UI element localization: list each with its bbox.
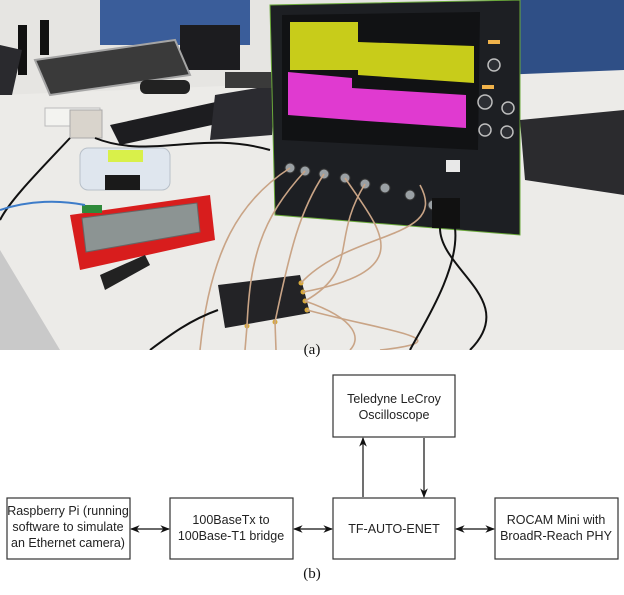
tray <box>225 72 275 88</box>
partition-window <box>180 25 240 70</box>
node-label-line: 100Base-T1 bridge <box>178 529 284 543</box>
keyboard <box>110 100 235 145</box>
laptop-left <box>0 45 22 95</box>
desk-shadow <box>0 250 60 350</box>
node-label-line: software to simulate <box>12 520 123 534</box>
rocam-screen <box>81 202 201 253</box>
block-diagram: Teledyne LeCroy Oscilloscope Raspberry P… <box>6 374 619 560</box>
trace-ch2-burst <box>288 72 352 120</box>
node-box <box>332 374 456 438</box>
trace-ch1-burst <box>290 22 358 70</box>
lab-setup-photo <box>0 0 624 350</box>
node-label-line: Oscilloscope <box>359 408 430 422</box>
green-pcb <box>82 205 102 213</box>
usb-dongle <box>432 198 460 228</box>
scope-knobs <box>477 58 515 139</box>
node-label-line: Raspberry Pi (running <box>7 504 129 518</box>
node-box <box>494 497 619 560</box>
node-rocam: ROCAM Mini with BroadR-Reach PHY <box>494 497 619 560</box>
scope-buttons <box>482 40 500 89</box>
case-handle-right <box>40 20 49 55</box>
node-label-line: ROCAM Mini with <box>507 513 606 527</box>
box-clip <box>105 175 140 190</box>
case-handle-left <box>18 25 27 75</box>
node-scope: Teledyne LeCroy Oscilloscope <box>332 374 456 438</box>
blue-cable <box>0 200 86 211</box>
black-bag <box>520 110 624 195</box>
node-label-line: an Ethernet camera) <box>11 536 125 550</box>
node-label-line: Teledyne LeCroy <box>347 392 442 406</box>
node-box <box>332 497 456 560</box>
rocam-stand <box>100 255 150 290</box>
tf-auto-enet-box <box>218 275 310 328</box>
junction-box <box>69 109 103 139</box>
scope-hd-badge <box>446 160 460 172</box>
caption-a: (a) <box>303 342 321 358</box>
trace-ch2-steady <box>352 88 466 128</box>
black-cables <box>0 137 488 350</box>
yellow-label <box>108 150 143 162</box>
equipment-case <box>33 38 192 97</box>
node-raspberry: Raspberry Pi (running software to simula… <box>6 497 131 560</box>
caption-b: (b) <box>303 566 321 582</box>
node-label-line: TF-AUTO-ENET <box>348 522 440 536</box>
node-tfauto: TF-AUTO-ENET <box>332 497 456 560</box>
node-box <box>169 497 294 560</box>
tablet <box>210 85 275 140</box>
node-label-line: 100BaseTx to <box>192 513 269 527</box>
trace-ch1-steady <box>358 42 474 83</box>
node-box <box>6 497 131 560</box>
node-label-line: BroadR-Reach PHY <box>500 529 613 543</box>
node-bridge: 100BaseTx to 100Base-T1 bridge <box>169 497 294 560</box>
dark-cylinder <box>140 80 190 94</box>
